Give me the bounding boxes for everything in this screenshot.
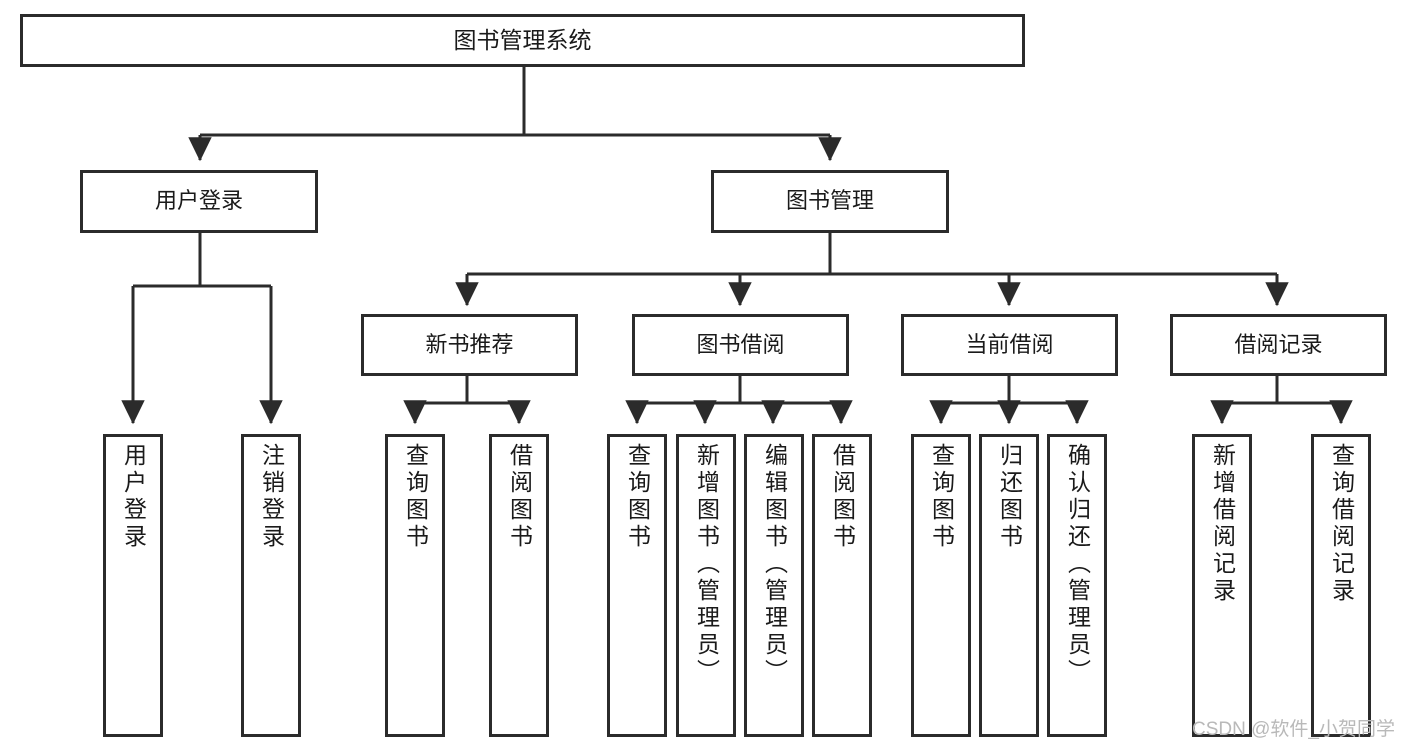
- node-leaf-current-return-books[interactable]: 归还图书: [979, 434, 1039, 737]
- node-current-borrowing-label: 当前借阅: [965, 331, 1054, 357]
- node-leaf-current-confirm-return-admin-label: 确认归还（管理员）: [1064, 443, 1091, 686]
- node-leaf-records-add-record-label: 新增借阅记录: [1209, 443, 1236, 605]
- node-root-label: 图书管理系统: [453, 26, 592, 53]
- node-new-book-recommendation-label: 新书推荐: [425, 331, 514, 357]
- csdn-watermark: CSDN @软件_小贺同学: [1192, 719, 1395, 740]
- node-leaf-borrow-edit-book-admin[interactable]: 编辑图书（管理员）: [744, 434, 804, 737]
- node-leaf-logout-label: 注销登录: [258, 443, 285, 551]
- node-leaf-newbook-borrow-books-label: 借阅图书: [506, 443, 533, 551]
- node-leaf-borrow-query-books[interactable]: 查询图书: [607, 434, 667, 737]
- node-borrowing-records-label: 借阅记录: [1234, 331, 1323, 357]
- node-leaf-newbook-borrow-books[interactable]: 借阅图书: [489, 434, 549, 737]
- node-leaf-user-login[interactable]: 用户登录: [103, 434, 163, 737]
- node-leaf-borrow-edit-book-admin-label: 编辑图书（管理员）: [761, 443, 788, 686]
- node-leaf-records-query-record-label: 查询借阅记录: [1328, 443, 1355, 605]
- node-leaf-current-query-books[interactable]: 查询图书: [911, 434, 971, 737]
- node-leaf-logout[interactable]: 注销登录: [241, 434, 301, 737]
- node-leaf-newbook-query-books-label: 查询图书: [402, 443, 429, 551]
- node-leaf-borrow-add-book-admin[interactable]: 新增图书（管理员）: [676, 434, 736, 737]
- node-current-borrowing[interactable]: 当前借阅: [901, 314, 1118, 376]
- node-leaf-newbook-query-books[interactable]: 查询图书: [385, 434, 445, 737]
- node-book-borrowing-label: 图书借阅: [696, 331, 785, 357]
- node-book-management[interactable]: 图书管理: [711, 170, 949, 233]
- node-user-login-label: 用户登录: [154, 188, 243, 214]
- node-leaf-user-login-label: 用户登录: [120, 443, 147, 551]
- node-leaf-borrow-borrow-books-label: 借阅图书: [829, 443, 856, 551]
- node-leaf-borrow-borrow-books[interactable]: 借阅图书: [812, 434, 872, 737]
- node-leaf-current-query-books-label: 查询图书: [928, 443, 955, 551]
- node-book-management-label: 图书管理: [785, 188, 874, 214]
- node-root[interactable]: 图书管理系统: [20, 14, 1025, 67]
- node-user-login[interactable]: 用户登录: [80, 170, 318, 233]
- node-leaf-records-query-record[interactable]: 查询借阅记录: [1311, 434, 1371, 737]
- node-leaf-current-confirm-return-admin[interactable]: 确认归还（管理员）: [1047, 434, 1107, 737]
- node-borrowing-records[interactable]: 借阅记录: [1170, 314, 1387, 376]
- node-leaf-borrow-query-books-label: 查询图书: [624, 443, 651, 551]
- node-leaf-borrow-add-book-admin-label: 新增图书（管理员）: [693, 443, 720, 686]
- node-leaf-records-add-record[interactable]: 新增借阅记录: [1192, 434, 1252, 737]
- node-leaf-current-return-books-label: 归还图书: [996, 443, 1023, 551]
- node-book-borrowing[interactable]: 图书借阅: [632, 314, 849, 376]
- node-new-book-recommendation[interactable]: 新书推荐: [361, 314, 578, 376]
